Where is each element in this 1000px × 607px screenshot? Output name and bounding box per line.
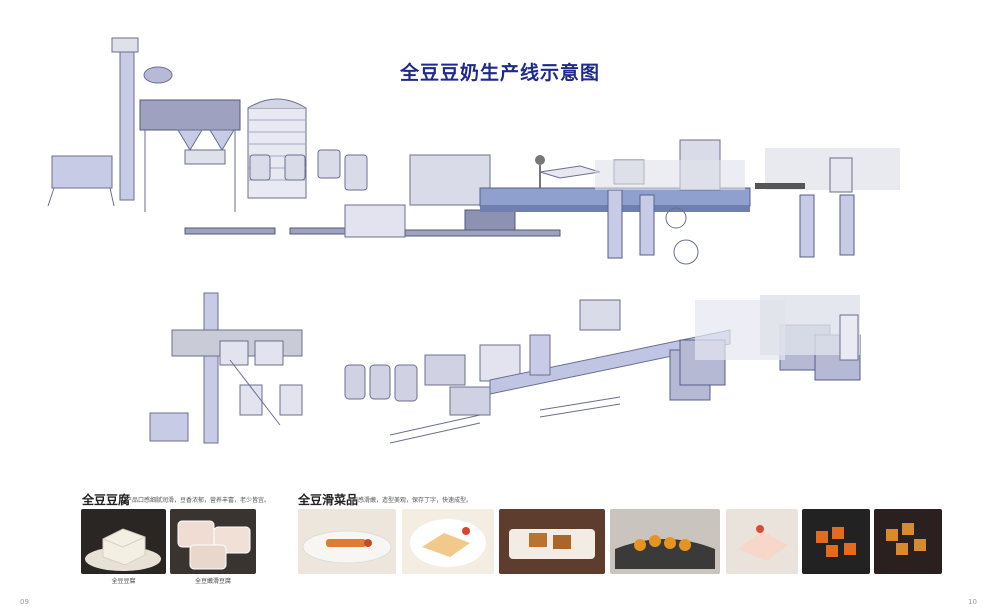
soft-tofu-photo <box>170 509 256 574</box>
tofu-description: 产品口感细腻润滑，豆香浓郁，营养丰富，老少皆宜。 <box>126 497 271 504</box>
tofu-photo <box>81 509 166 574</box>
dish-photo-2 <box>402 509 494 574</box>
tofu-heading: 全豆豆腐 <box>82 493 131 507</box>
dish-photo-4 <box>610 509 720 574</box>
production-line-diagram-top <box>47 37 900 265</box>
production-line-diagram-3d <box>149 292 861 444</box>
page-number-right: 10 <box>968 598 977 606</box>
dishes-description: 口感滑嫩，造型美观，保存丁字，快速成型。 <box>352 497 473 504</box>
dishes-heading: 全豆滑菜品 <box>298 493 359 507</box>
dish-photo-1 <box>298 509 396 574</box>
soft-tofu-photo-caption: 全豆嫩滑豆腐 <box>194 578 231 585</box>
dish-photo-7 <box>874 509 942 574</box>
dish-photo-5 <box>726 509 798 574</box>
page-number-left: 09 <box>20 598 29 606</box>
dish-photo-6 <box>802 509 870 574</box>
dish-photo-3 <box>499 509 605 574</box>
tofu-photo-caption: 全豆豆腐 <box>111 578 136 585</box>
page-title: 全豆豆奶生产线示意图 <box>399 62 600 84</box>
